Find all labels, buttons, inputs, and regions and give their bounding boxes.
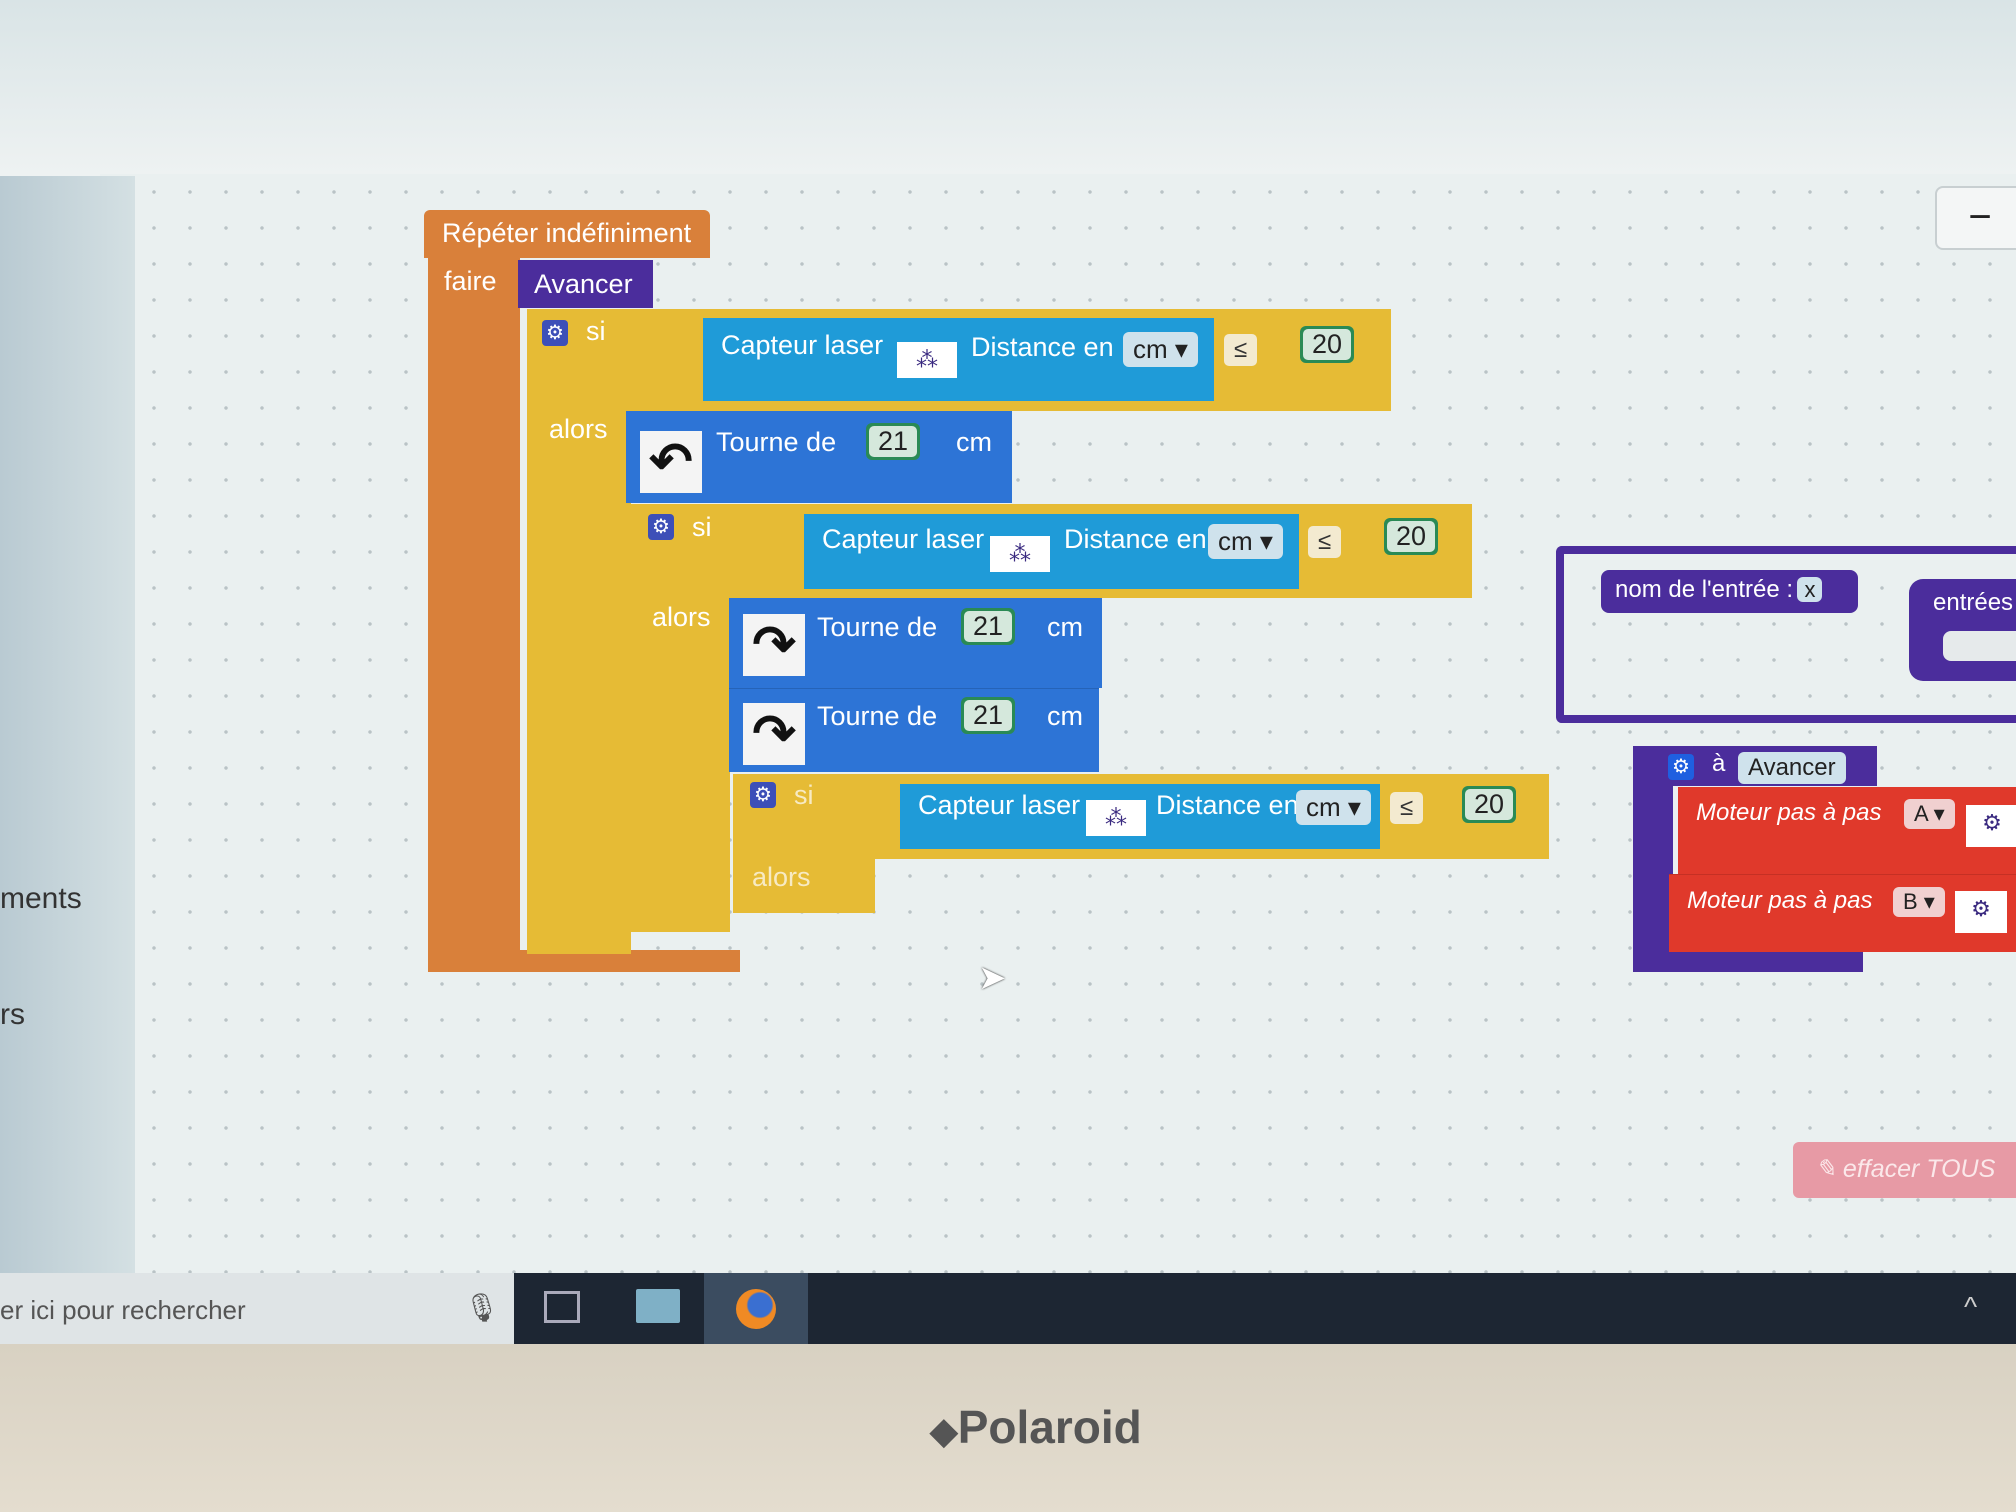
operator-dropdown[interactable]: ≤ [1390,792,1424,824]
unit-value: cm [1133,334,1168,364]
number-block[interactable]: 20 [1300,326,1355,363]
turn-block[interactable]: ↶ Tourne de 21 cm [626,411,1012,503]
eraser-icon: ✎ [1815,1155,1843,1183]
toolbox-item[interactable]: rs [0,998,25,1031]
distance-label: Distance en [1156,790,1299,820]
stepper-motor-icon: ⚙ [1955,891,2007,933]
unit-label: cm [956,427,992,457]
search-placeholder: er ici pour rechercher [0,1295,246,1325]
toolbox-item[interactable]: ments [0,882,82,915]
turn-block[interactable]: ↷ Tourne de 21 cm [729,688,1099,772]
firefox-taskbar-button[interactable] [704,1273,808,1345]
clear-all-label: effacer TOUS [1842,1155,1996,1183]
if-label: si [692,512,712,542]
sensor-label: Capteur laser [721,330,884,360]
task-view-icon[interactable] [544,1291,580,1323]
sensor-label: Capteur laser [918,790,1081,820]
number-block[interactable]: 21 [961,608,1016,645]
then-label: alors [752,862,811,892]
polaroid-logo: ◆Polaroid [930,1401,1142,1453]
stepper-motor-icon: ⚙ [1966,805,2016,847]
turn-label: Tourne de [817,701,938,731]
operator-dropdown[interactable]: ≤ [1308,526,1342,558]
number-value[interactable]: 21 [869,426,918,457]
input-name-field[interactable]: x [1797,577,1823,602]
motor-label: Moteur pas à pas [1696,799,1882,826]
mutator-bubble [1556,546,2016,723]
number-block[interactable]: 21 [961,697,1016,734]
if-label: si [586,316,606,346]
call-avancer-block[interactable]: Avancer [518,260,653,308]
number-block[interactable]: 20 [1384,518,1439,555]
distance-label: Distance en [1064,524,1207,554]
unit-label: cm [1047,612,1083,642]
procedure-prefix: à [1712,750,1726,777]
number-value[interactable]: 21 [964,611,1013,642]
motor-port-dropdown[interactable]: B ▾ [1893,887,1945,917]
inputs-block[interactable]: entrées [1909,579,2016,681]
sensor-label: Capteur laser [822,524,985,554]
number-block[interactable]: 20 [1462,786,1517,823]
port-value: A [1914,801,1928,826]
if-label: si [794,780,814,810]
input-name-label: nom de l'entrée : [1615,576,1794,603]
turn-left-arrow-icon: ↶ [640,431,702,493]
port-value: B [1903,889,1918,914]
turn-right-arrow-icon: ↷ [743,703,805,765]
microphone-icon[interactable]: 🎙 [464,1292,500,1323]
monitor-bezel: ◆Polaroid [0,1344,2016,1512]
gear-icon[interactable]: ⚙ [750,782,776,808]
clear-all-button[interactable]: ✎ effacer TOUS [1793,1142,2016,1198]
unit-dropdown[interactable]: cm ▾ [1123,332,1198,367]
unit-value: cm [1306,792,1341,822]
repeat-label: Répéter indéfiniment [442,218,692,248]
taskbar: ^ [514,1273,2016,1345]
browser-top-area [0,0,2016,176]
motor-port-dropdown[interactable]: A ▾ [1904,799,1955,829]
turn-label: Tourne de [817,612,938,642]
firefox-icon [736,1289,776,1329]
operator-dropdown[interactable]: ≤ [1224,334,1258,366]
unit-label: cm [1047,701,1083,731]
turn-block[interactable]: ↷ Tourne de 21 cm [729,598,1102,688]
number-value[interactable]: 20 [1465,789,1514,820]
laser-sensor-icon: ⁂ [990,536,1050,572]
stepper-motor-block[interactable]: Moteur pas à pas B ▾ ⚙ [1669,874,2016,952]
motor-label: Moteur pas à pas [1687,887,1873,914]
laser-sensor-block[interactable]: Capteur laser ⁂ Distance en cm ▾ [804,514,1299,589]
then-label: alors [652,602,711,632]
toolbox-sidebar: ments rs [0,176,135,1276]
number-block[interactable]: 21 [866,423,921,460]
stepper-motor-block[interactable]: Moteur pas à pas A ▾ ⚙ [1678,787,2016,874]
unit-dropdown[interactable]: cm ▾ [1296,790,1371,825]
number-value[interactable]: 21 [964,700,1013,731]
turn-label: Tourne de [716,427,837,457]
number-value[interactable]: 20 [1303,329,1352,360]
file-explorer-icon[interactable] [636,1289,680,1323]
unit-value: cm [1218,526,1253,556]
input-name-block[interactable]: nom de l'entrée : x [1601,570,1858,613]
do-label: faire [444,266,497,296]
gear-icon[interactable]: ⚙ [1668,754,1694,780]
laser-sensor-icon: ⁂ [1086,800,1146,836]
inputs-label: entrées [1933,589,2014,616]
procedure-name-field[interactable]: Avancer [1738,752,1846,784]
zoom-out-button[interactable]: − [1935,186,2016,250]
then-label: alors [549,414,608,444]
unit-dropdown[interactable]: cm ▾ [1208,524,1283,559]
gear-icon[interactable]: ⚙ [648,514,674,540]
gear-icon[interactable]: ⚙ [542,320,568,346]
chevron-up-icon[interactable]: ^ [1964,1291,1978,1322]
brand-text: Polaroid [957,1401,1142,1453]
laser-sensor-icon: ⁂ [897,342,957,378]
number-value[interactable]: 20 [1387,521,1436,552]
distance-label: Distance en [971,332,1114,362]
mouse-cursor-icon: ➤ [978,959,1007,997]
laser-sensor-block[interactable]: Capteur laser ⁂ Distance en cm ▾ [900,784,1380,849]
laser-sensor-block[interactable]: Capteur laser ⁂ Distance en cm ▾ [703,318,1214,401]
taskbar-search-box[interactable]: er ici pour rechercher 🎙 [0,1273,516,1345]
turn-right-arrow-icon: ↷ [743,614,805,676]
